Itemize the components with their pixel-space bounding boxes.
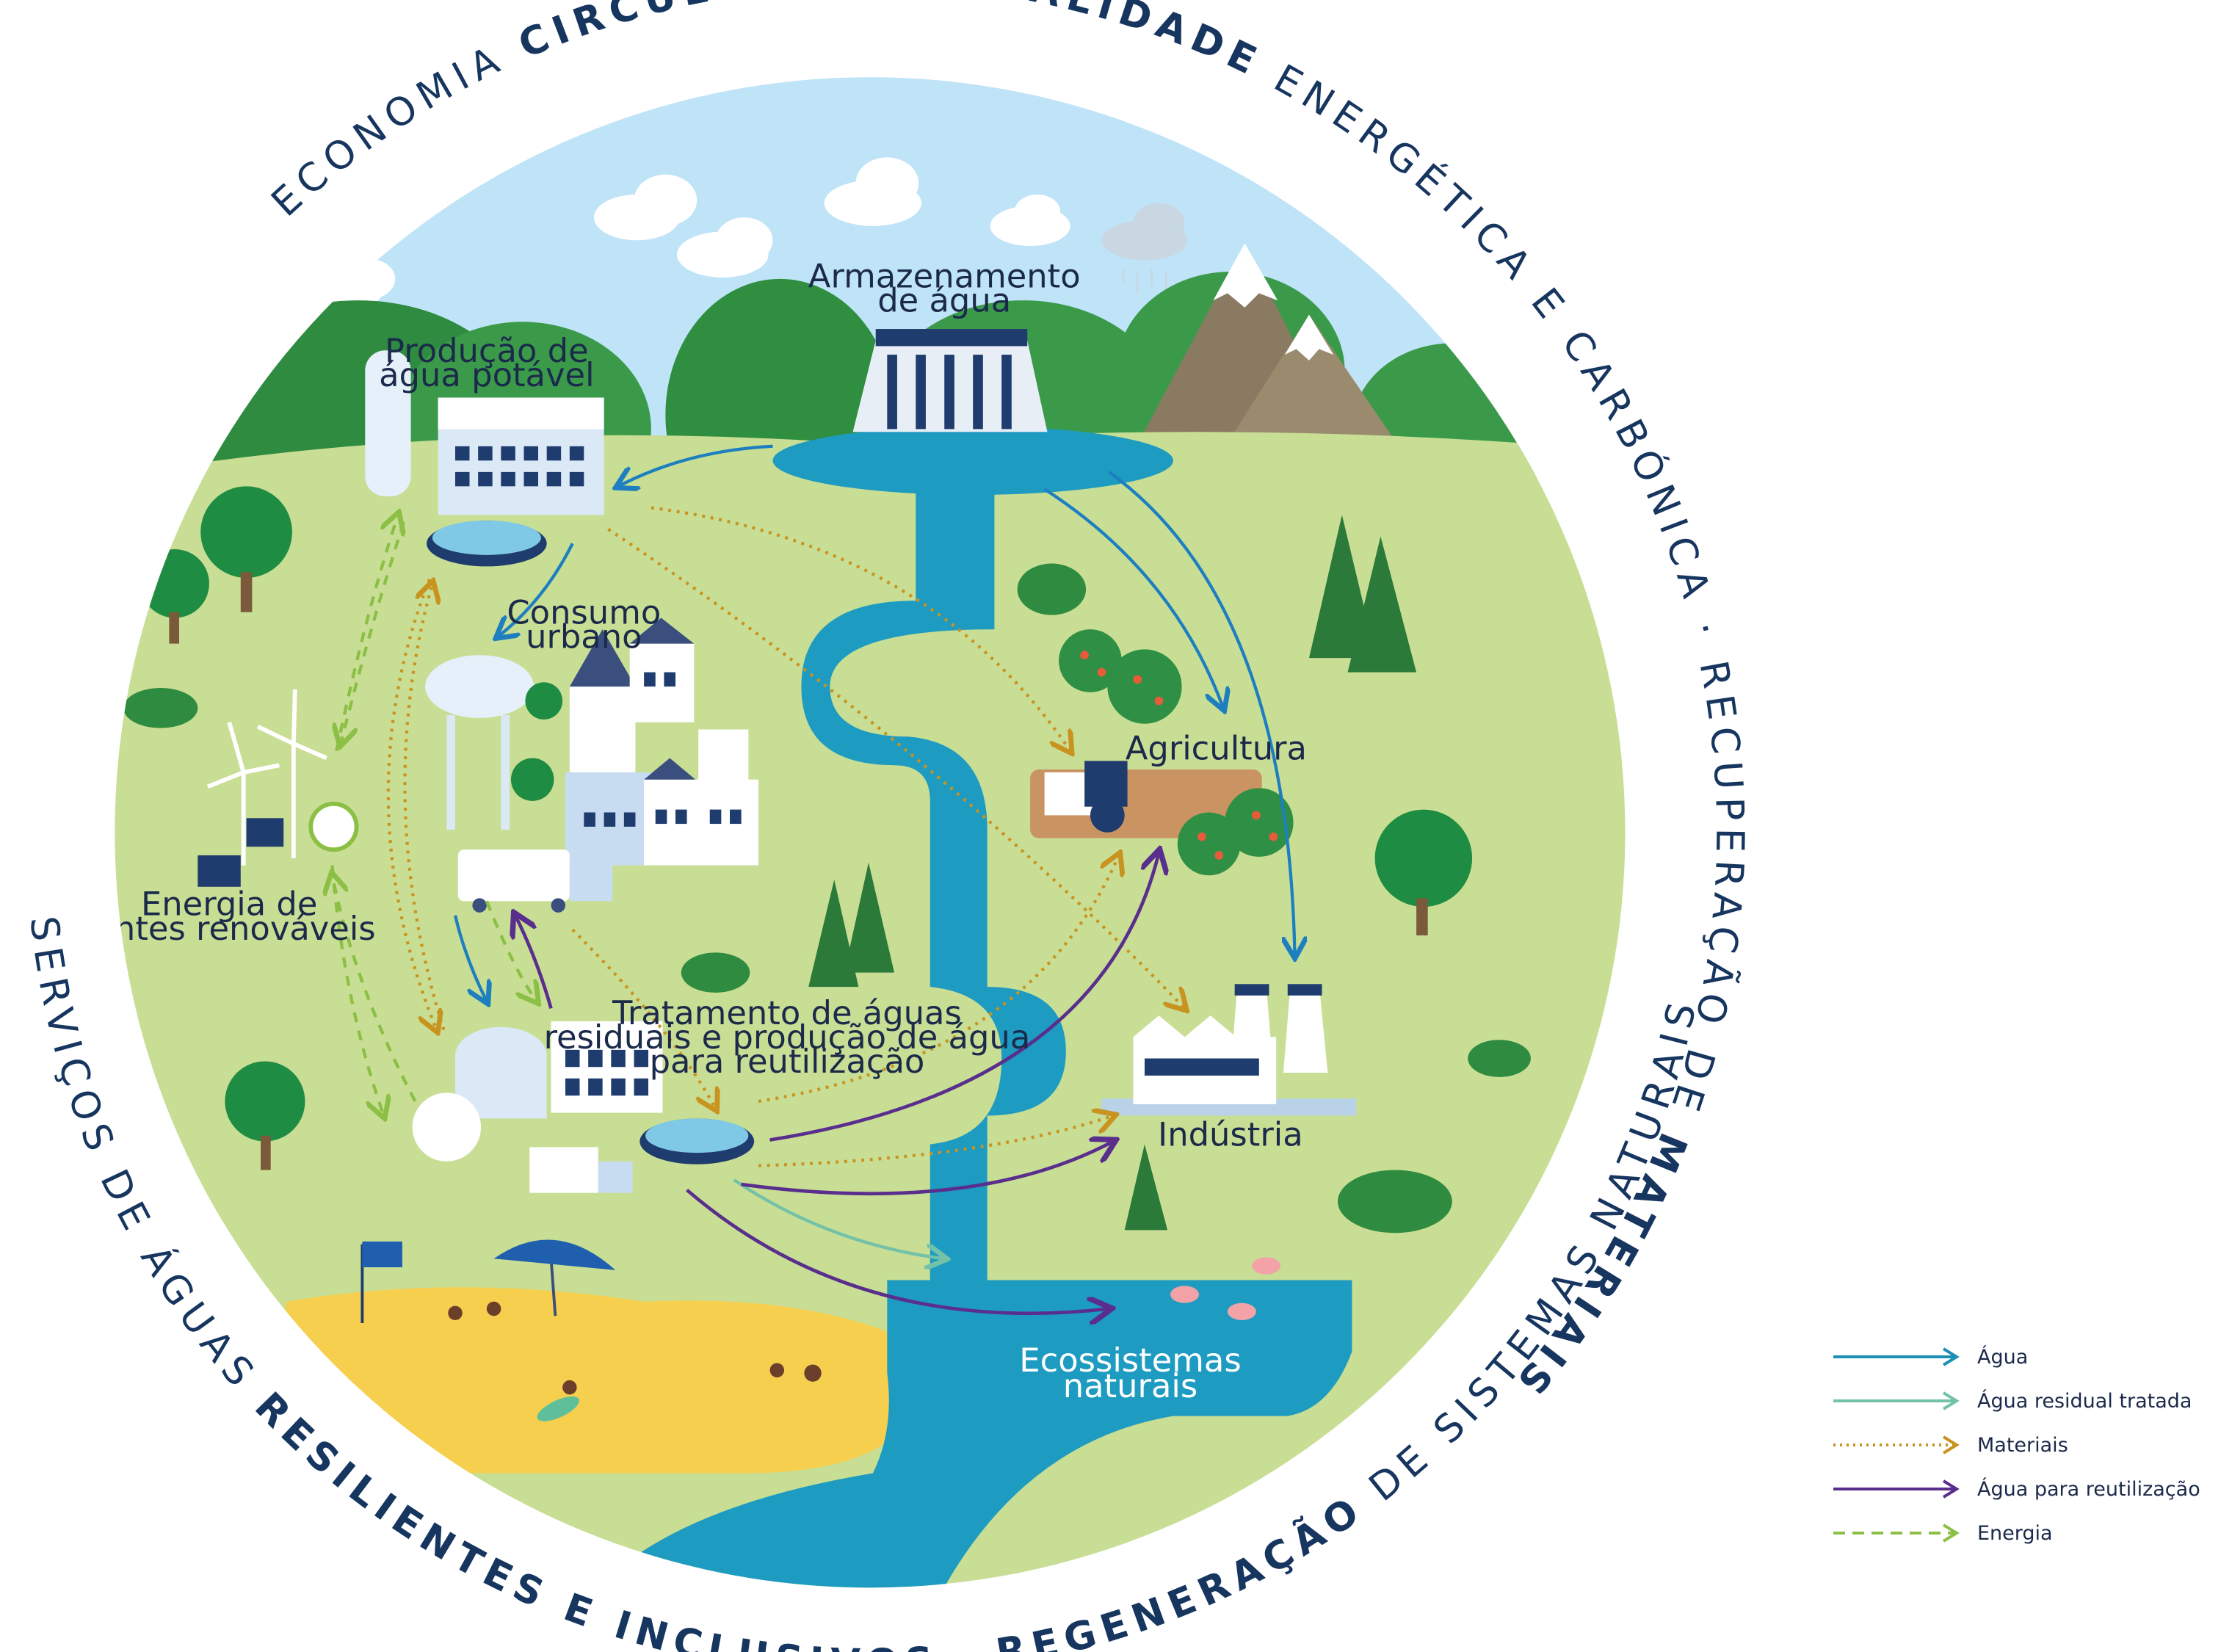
label-urban: Consumo [507,593,661,631]
rain-cloud [1101,203,1188,298]
solid-arrow-icon [1833,1391,1960,1410]
label-industry: Indústria [1158,1115,1303,1153]
label-ecosystems: Ecossistemas [1019,1341,1241,1380]
beach-scene [360,1239,822,1421]
river [558,426,1352,1588]
material-arrows [386,506,1185,1167]
treated-wastewater-arrow [733,1178,944,1258]
water-arrows [453,444,1295,1001]
label-treatment: Tratamento de águas [612,993,962,1032]
legend-label: Água [1977,1345,2029,1369]
legend-item-materials: Materiais [1832,1423,2214,1467]
label-treatment-2: residuais e produção de água [544,1018,1031,1057]
legend-item-treated: Água residual tratada [1832,1379,2214,1423]
label-ecosystems-2: naturais [1063,1366,1197,1405]
dam [852,329,1048,432]
industry-plant [1101,984,1357,1116]
dotted-arrow-icon [1833,1435,1960,1454]
wastewater-plant [412,1021,755,1193]
energy-arrows [332,515,537,1115]
legend-item-reuse: Água para reutilização [1832,1467,2214,1511]
flamingos [1170,1257,1281,1321]
label-energy-2: fontes renováveis [83,909,376,948]
scene-labels: Armazenamento de água Produção de água p… [83,257,1307,1406]
label-storage-2: de água [877,281,1011,320]
urban-buildings [425,617,758,913]
legend-label: Água para reutilização [1977,1477,2200,1501]
reuse-water-arrows [515,852,1159,1314]
label-potable-2: água potável [379,355,594,394]
label-agriculture: Agricultura [1126,728,1307,767]
renewable-energy [198,689,359,887]
legend-label: Materiais [1977,1433,2068,1457]
trees [123,486,1531,1233]
potable-water-plant [365,350,604,567]
label-energy: Energia de [141,885,317,924]
beach [258,1287,902,1474]
legend-item-water: Água [1832,1335,2214,1379]
label-storage: Armazenamento [808,257,1081,296]
label-urban-2: urbano [526,617,642,656]
label-treatment-3: para reutilização [650,1042,925,1081]
legend: Água Água residual tratada Materiais Águ… [1832,1335,2214,1555]
legend-label: Água residual tratada [1977,1389,2192,1413]
legend-item-energy: Energia [1832,1511,2214,1555]
solid-arrow-icon [1833,1479,1960,1499]
label-potable: Produção de [385,331,589,370]
solid-arrow-icon [1833,1347,1960,1366]
legend-label: Energia [1977,1521,2053,1545]
dashed-arrow-icon [1833,1524,1960,1543]
